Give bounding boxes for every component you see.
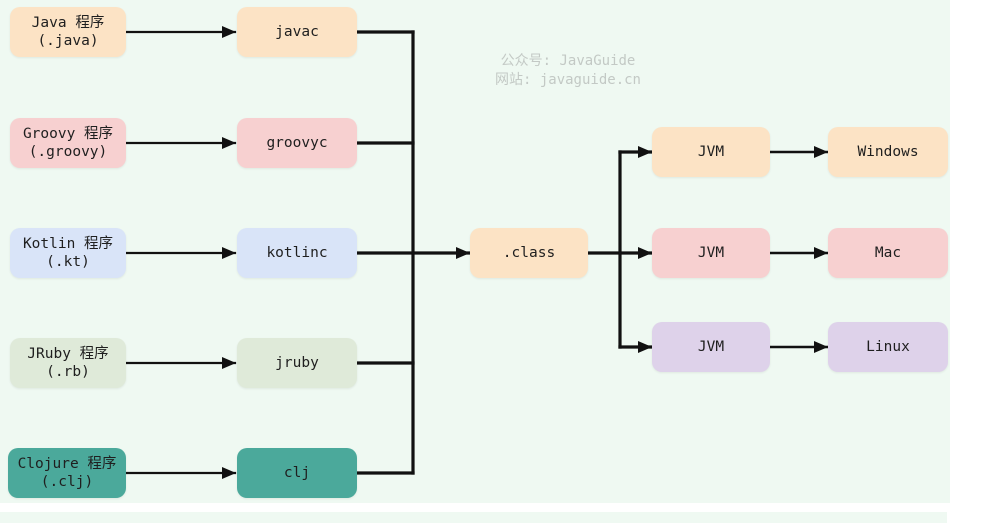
watermark: 公众号: JavaGuide 网站: javaguide.cn: [468, 52, 668, 90]
node-java-source: Java 程序 (.java): [10, 7, 126, 57]
node-label: Clojure 程序: [17, 456, 117, 472]
node-label: kotlinc: [266, 245, 328, 261]
node-kotlin-source: Kotlin 程序 (.kt): [10, 228, 126, 278]
node-jruby-source: JRuby 程序 (.rb): [10, 338, 126, 388]
watermark-line1: 公众号: JavaGuide: [500, 53, 636, 69]
node-class-bytecode: .class: [470, 228, 588, 278]
node-sublabel: (.java): [37, 33, 99, 49]
node-label: Linux: [866, 339, 910, 355]
node-label: Java 程序: [31, 15, 105, 31]
node-clj-compiler: clj: [237, 448, 357, 498]
node-platform-linux: Linux: [828, 322, 948, 372]
node-sublabel: (.groovy): [28, 144, 108, 160]
node-label: Kotlin 程序: [22, 236, 114, 252]
background-strip: [0, 512, 947, 523]
node-platform-windows: Windows: [828, 127, 948, 177]
node-groovy-source: Groovy 程序 (.groovy): [10, 118, 126, 168]
node-groovyc-compiler: groovyc: [237, 118, 357, 168]
node-label: javac: [275, 24, 319, 40]
node-sublabel: (.clj): [40, 474, 94, 490]
node-label: groovyc: [266, 135, 328, 151]
node-javac-compiler: javac: [237, 7, 357, 57]
node-jruby-compiler: jruby: [237, 338, 357, 388]
node-label: JVM: [697, 144, 725, 160]
node-label: clj: [283, 465, 311, 481]
node-clojure-source: Clojure 程序 (.clj): [8, 448, 126, 498]
node-label: Windows: [857, 144, 919, 160]
node-label: Groovy 程序: [22, 126, 114, 142]
node-label: JVM: [697, 339, 725, 355]
node-jvm-mac: JVM: [652, 228, 770, 278]
node-kotlinc-compiler: kotlinc: [237, 228, 357, 278]
node-label: .class: [502, 245, 556, 261]
node-sublabel: (.rb): [46, 364, 90, 380]
node-label: JRuby 程序: [27, 346, 109, 362]
node-label: Mac: [874, 245, 902, 261]
node-label: JVM: [697, 245, 725, 261]
node-sublabel: (.kt): [46, 254, 90, 270]
node-jvm-linux: JVM: [652, 322, 770, 372]
watermark-line2: 网站: javaguide.cn: [494, 72, 641, 88]
node-jvm-windows: JVM: [652, 127, 770, 177]
node-platform-mac: Mac: [828, 228, 948, 278]
node-label: jruby: [275, 355, 319, 371]
